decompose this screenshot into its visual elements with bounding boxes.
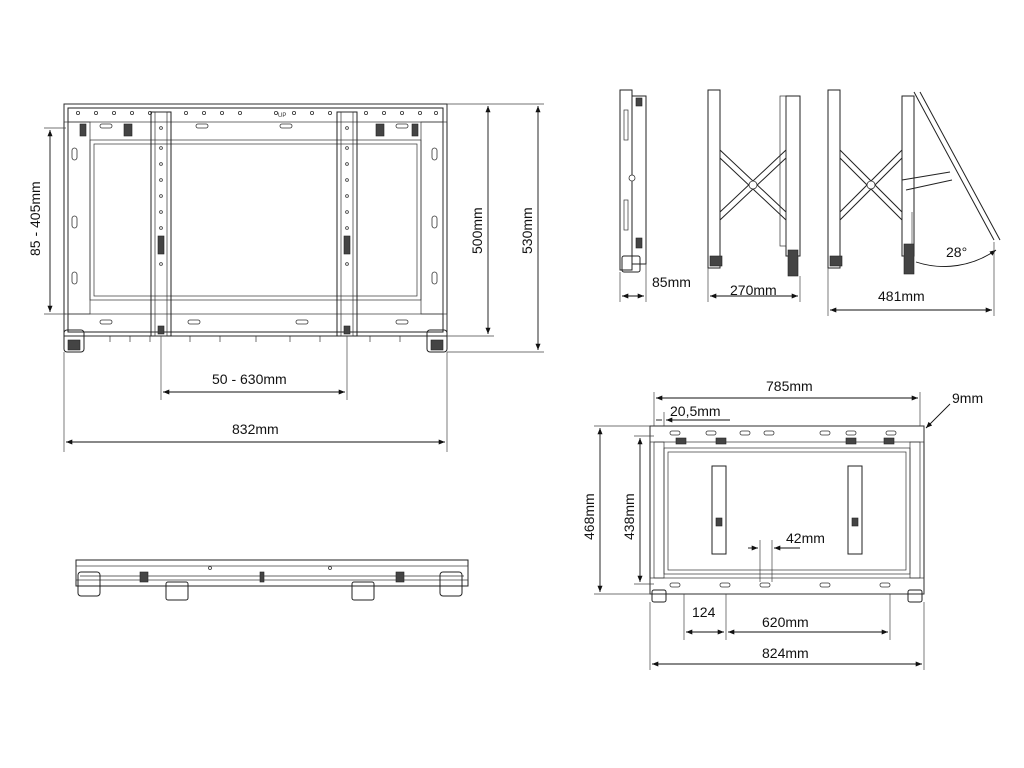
vesa-arm-left [150,111,172,337]
side-view-extended [707,89,801,302]
rear-dimensions [594,392,951,670]
rear-dim-top-width-label: 785mm [766,378,813,394]
rear-dim-width-label: 824mm [762,645,809,661]
rear-dim-edge-label: 9mm [952,390,983,406]
dim-height-outer-label: 530mm [519,207,535,254]
front-bottom-rail [99,319,409,342]
vesa-arm-right [336,111,358,337]
front-side-holes [71,147,438,285]
rear-view [594,392,951,670]
rear-dim-span-label: 620mm [762,614,809,630]
side-view-closed [619,89,647,302]
rear-dim-offset-label: 20,5mm [670,403,721,419]
front-top-holes [76,111,438,129]
rear-dim-slot-label: 42mm [786,530,825,546]
front-view: UP [27,103,544,452]
rear-dim-height-inner-label: 438mm [621,493,637,540]
up-mark: UP [278,113,286,119]
rear-bottom-holes [669,582,891,588]
rear-dim-height-outer-label: 468mm [581,493,597,540]
dim-depth-closed-label: 85mm [652,274,691,290]
side-view-tilted [827,89,1001,316]
dim-height-inner-label: 500mm [469,207,485,254]
dim-vesa-span-label: 50 - 630mm [212,371,287,387]
bottom-view [75,559,469,601]
dim-vertical-adjust-label: 85 - 405mm [27,181,43,256]
front-dimensions [44,103,544,452]
dim-tilt-angle-label: 28° [946,244,967,260]
rear-top-holes [669,430,897,445]
rear-dim-left-offset-label: 124 [692,604,716,620]
dim-width-label: 832mm [232,421,279,437]
dim-depth-tilt-label: 481mm [878,288,925,304]
dim-depth-extended-label: 270mm [730,282,777,298]
